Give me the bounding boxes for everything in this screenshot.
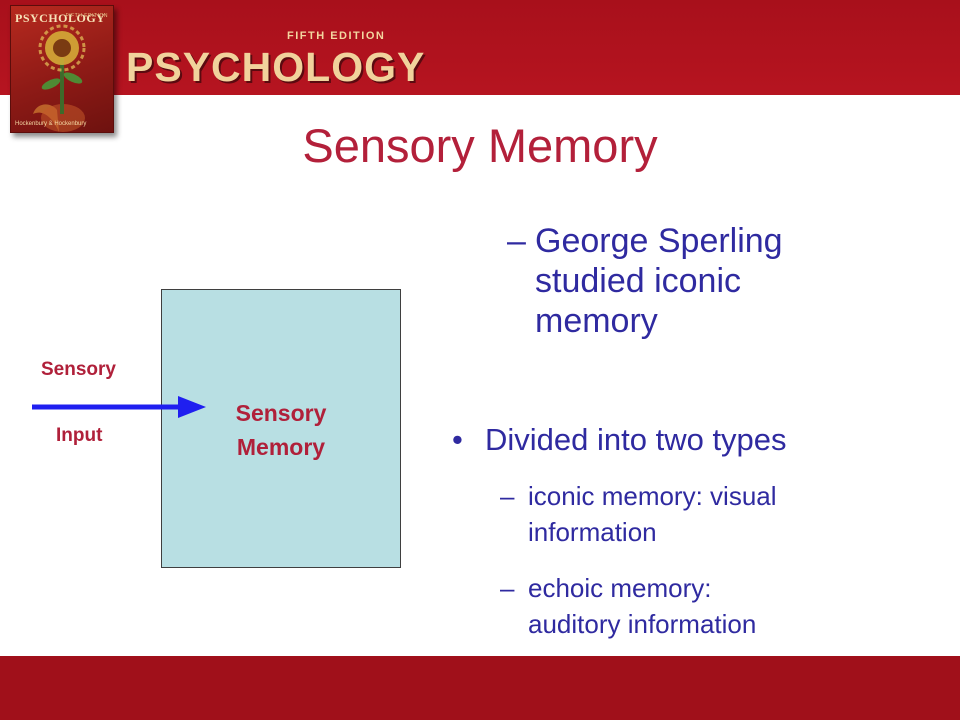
sperling-item: – George Sperling studied iconic memory	[507, 221, 783, 341]
sensory-input-label-bottom: Input	[56, 425, 103, 446]
bullet-marker: •	[452, 422, 463, 457]
sperling-line-3: memory	[535, 302, 658, 340]
edition-label: FIFTH EDITION	[287, 30, 386, 42]
slide-title: Sensory Memory	[302, 119, 658, 172]
sperling-line-2: studied iconic	[535, 262, 742, 300]
dash-marker: –	[507, 222, 526, 260]
sensory-memory-label: Sensory Memory	[161, 396, 401, 464]
echoic-line-1: echoic memory:	[528, 573, 712, 603]
input-arrow-icon	[32, 396, 206, 418]
box-label-line-2: Memory	[236, 434, 326, 460]
sperling-line-1: George Sperling	[535, 222, 783, 260]
footer-band	[0, 656, 960, 720]
types-bullet: • Divided into two types	[452, 421, 787, 459]
echoic-memory-item: – echoic memory: auditory information	[500, 570, 756, 642]
box-label-line-1: Sensory	[235, 400, 327, 426]
cover-title: PSYCHOLOGY	[15, 11, 106, 25]
header-band	[0, 0, 960, 95]
iconic-line-2: information	[528, 517, 657, 547]
types-bullet-text: Divided into two types	[485, 422, 787, 457]
iconic-line-1: iconic memory: visual	[528, 481, 777, 511]
brand-logo: PSYCHOLOGY	[126, 44, 426, 90]
echoic-line-2: auditory information	[528, 609, 757, 639]
book-cover-image: PSYCHOLOGY FIFTH EDITION Hockenbury & Ho…	[10, 5, 114, 133]
sensory-memory-box	[161, 289, 401, 568]
cover-edition: FIFTH EDITION	[65, 13, 108, 19]
dash-marker: –	[500, 481, 515, 511]
dash-marker: –	[500, 573, 515, 603]
sensory-input-label-top: Sensory	[41, 359, 116, 380]
cover-authors: Hockenbury & Hockenbury	[15, 121, 87, 127]
iconic-memory-item: – iconic memory: visual information	[500, 478, 777, 550]
flower-illustration-icon	[33, 24, 86, 132]
